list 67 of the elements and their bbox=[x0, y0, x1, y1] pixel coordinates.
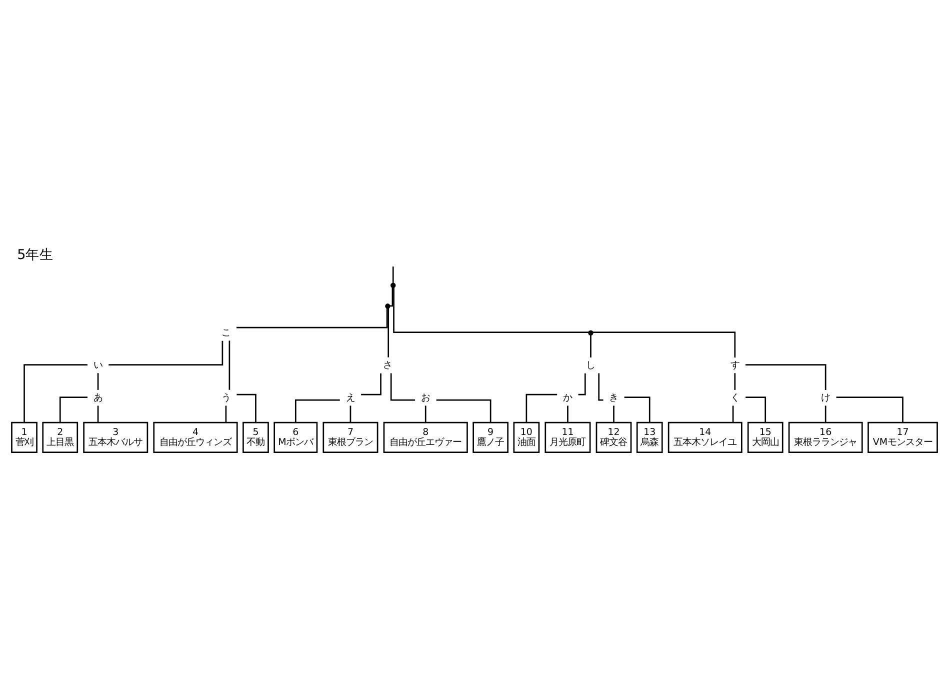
connector bbox=[108, 340, 224, 365]
node-text: き bbox=[609, 392, 618, 403]
node-box: 16 東根ラランジャ bbox=[788, 421, 863, 452]
connector bbox=[436, 398, 492, 422]
connector bbox=[746, 396, 766, 422]
node-box: 1 菅刈 bbox=[11, 421, 38, 452]
node-text: こ bbox=[221, 326, 230, 338]
connector bbox=[97, 372, 99, 390]
connector bbox=[734, 372, 736, 390]
connector bbox=[526, 393, 558, 422]
connector bbox=[613, 405, 614, 422]
connector bbox=[350, 405, 352, 422]
connector bbox=[390, 286, 394, 306]
node-text: け bbox=[821, 392, 830, 403]
node-text: え bbox=[346, 392, 355, 403]
node-box: 10 油面 bbox=[513, 421, 540, 452]
node-text: か bbox=[563, 392, 572, 403]
connector bbox=[390, 372, 416, 400]
node-box: 8 自由が丘エヴァー bbox=[383, 421, 468, 452]
node-box: 4 自由が丘ウィンズ bbox=[153, 421, 238, 452]
connector bbox=[225, 405, 227, 422]
connector bbox=[836, 396, 904, 422]
node-box: 17 VMモンスター bbox=[868, 421, 938, 452]
connector bbox=[97, 405, 99, 422]
node-point bbox=[390, 282, 396, 288]
node-box: 13 烏森 bbox=[636, 421, 663, 452]
node-box: 14 五本木ソレイユ bbox=[668, 421, 742, 452]
node-box: 11 月光原町 bbox=[544, 421, 591, 452]
diagram-title: 5年生 bbox=[17, 246, 54, 263]
connector bbox=[361, 372, 382, 395]
node-text: い bbox=[94, 359, 103, 370]
connector bbox=[59, 396, 88, 422]
node-box: 6 Mボンバ bbox=[274, 421, 318, 452]
connector bbox=[294, 398, 340, 422]
node-point bbox=[385, 303, 390, 308]
connector bbox=[228, 340, 230, 390]
node-box: 7 東根ブラン bbox=[322, 421, 378, 452]
connector bbox=[392, 266, 394, 283]
node-box: 5 不動 bbox=[242, 421, 269, 452]
node-box: 9 鷹ノ子 bbox=[472, 421, 508, 452]
node-text: く bbox=[730, 392, 740, 403]
connector bbox=[388, 308, 390, 357]
connector bbox=[598, 372, 604, 400]
node-text: し bbox=[586, 359, 596, 370]
node-box: 2 上目黒 bbox=[42, 421, 78, 452]
connector bbox=[732, 405, 734, 422]
connector bbox=[624, 396, 650, 422]
connector bbox=[424, 405, 426, 422]
connector bbox=[578, 372, 586, 395]
node-text: あ bbox=[94, 392, 103, 403]
node-text: お bbox=[421, 392, 430, 403]
node-text: さ bbox=[383, 359, 392, 370]
node-box: 15 大岡山 bbox=[747, 421, 784, 452]
connector bbox=[592, 331, 736, 357]
node-point bbox=[588, 330, 594, 335]
node-box: 12 碑文谷 bbox=[596, 421, 632, 452]
connector bbox=[567, 405, 568, 422]
connector bbox=[393, 286, 589, 333]
connector bbox=[824, 405, 826, 422]
connector bbox=[236, 393, 256, 422]
node-text: う bbox=[221, 392, 230, 403]
connector bbox=[590, 334, 592, 357]
node-box: 3 五本木バルサ bbox=[83, 421, 148, 452]
node-text: す bbox=[730, 359, 740, 370]
connector bbox=[236, 308, 388, 328]
connector bbox=[24, 364, 88, 422]
connector bbox=[745, 364, 826, 390]
